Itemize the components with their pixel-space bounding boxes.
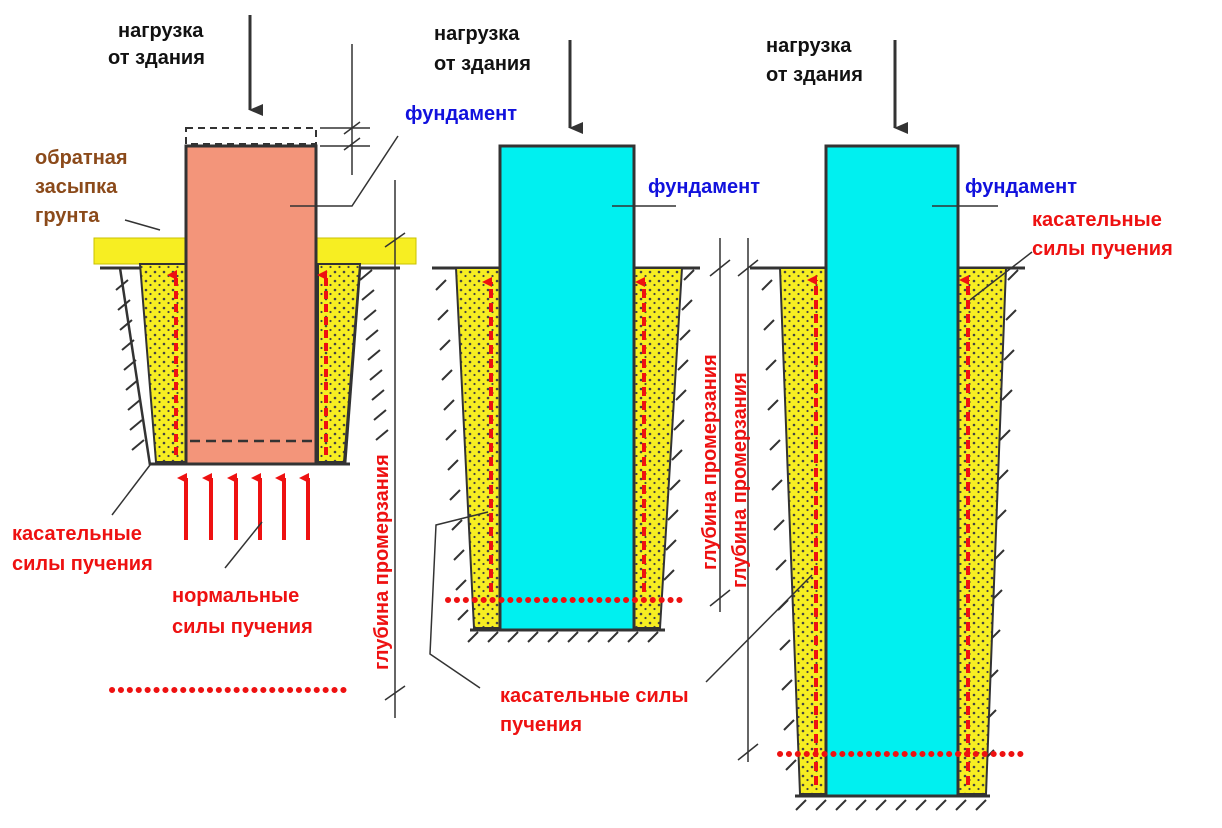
load-label-3-line2: от здания	[766, 64, 863, 86]
tangential-label-2-line1: касательные силы	[500, 685, 689, 707]
backfill-label-line1: обратная	[35, 147, 128, 169]
tangential-label-3-line2: силы пучения	[1032, 238, 1173, 260]
leaders-3	[705, 205, 1033, 683]
load-label-2-line1: нагрузка	[434, 23, 520, 45]
foundation-label-3: фундамент	[965, 176, 1077, 198]
leaders-2	[429, 205, 676, 689]
normal-arrows-1	[177, 473, 310, 540]
normal-label-line1: нормальные	[172, 585, 299, 607]
tangential-arrows-1	[167, 270, 328, 455]
foundation-1-raised-outline	[185, 127, 317, 145]
ground-hatch-3	[750, 266, 1025, 811]
backfill-label-line2: засыпка	[35, 176, 118, 198]
frost-depth-dimension-3	[737, 238, 759, 762]
load-label-1-line2: от здания	[108, 47, 205, 69]
tangential-arrows-2	[482, 277, 646, 592]
backfill-right-2	[633, 267, 684, 629]
frost-depth-label-1: глубина промерзания	[371, 454, 393, 670]
leaders-1	[111, 135, 399, 569]
tangential-label-1-line2: силы пучения	[12, 553, 153, 575]
load-label-2-line2: от здания	[434, 53, 531, 75]
backfill-left-1	[138, 263, 187, 463]
backfill-label-line3: грунта	[35, 205, 100, 227]
tangential-label-1-line1: касательные	[12, 523, 142, 545]
diagram-2: нагрузка от здания фундамент глубина про…	[429, 23, 760, 736]
tangential-arrows-3	[807, 275, 970, 785]
foundation-2	[498, 144, 636, 632]
frost-depth-label-2: глубина промерзания	[699, 354, 721, 570]
backfill-right-1	[317, 263, 362, 463]
tangential-label-2-line2: пучения	[500, 714, 582, 736]
foundation-3	[824, 144, 960, 798]
diagram-1: нагрузка от здания фундамент обратная за…	[12, 15, 517, 718]
tangential-label-3-line1: касательные	[1032, 209, 1162, 231]
foundation-label-2: фундамент	[648, 176, 760, 198]
frost-depth-dimension-1	[320, 44, 406, 718]
backfill-left-3	[778, 267, 827, 795]
foundation-label-1: фундамент	[405, 103, 517, 125]
load-label-3-line1: нагрузка	[766, 35, 852, 57]
normal-label-line2: силы пучения	[172, 616, 313, 638]
diagram-3: нагрузка от здания фундамент касательные…	[705, 35, 1173, 811]
load-label-1-line1: нагрузка	[118, 20, 204, 42]
frost-depth-dimension-2	[709, 238, 731, 612]
backfill-left-2	[454, 267, 501, 629]
backfill-right-3	[957, 267, 1008, 795]
ground-hatch-left-1	[100, 266, 152, 466]
frost-depth-label-3: глубина промерзания	[729, 372, 751, 588]
foundation-1	[184, 144, 318, 466]
